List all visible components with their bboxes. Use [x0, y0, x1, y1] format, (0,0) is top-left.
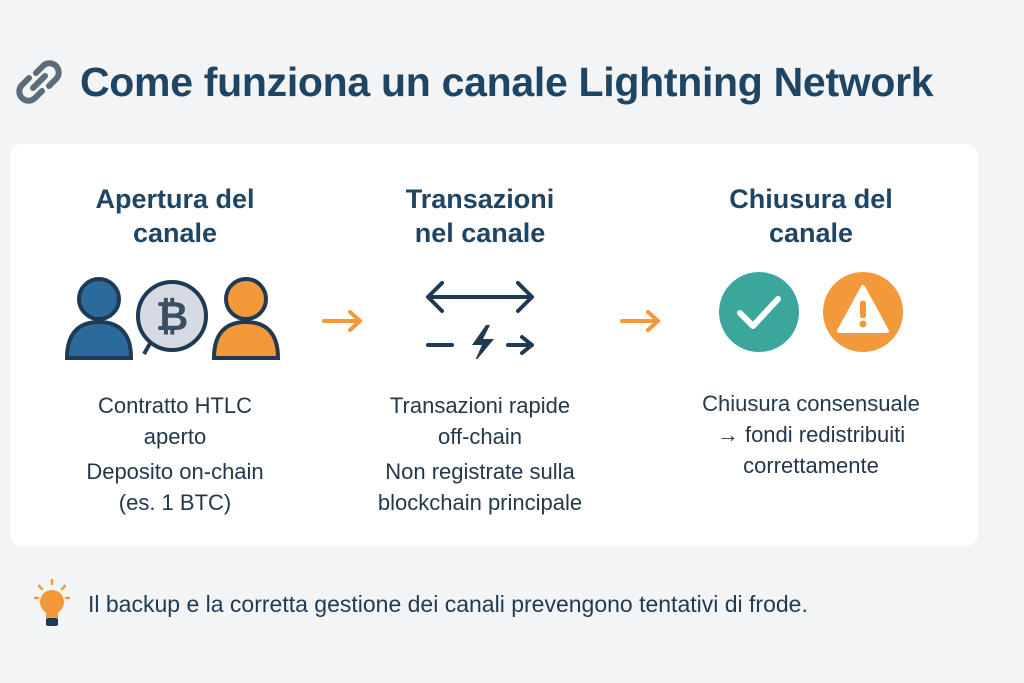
step-closing: Chiusura del canale Chiusura consensuale…	[680, 144, 942, 546]
step-description: Transazioni rapide off-chain Non registr…	[377, 393, 583, 515]
closing-icons	[719, 272, 903, 352]
page-title: Come funziona un canale Lightning Networ…	[80, 58, 934, 105]
user-icon	[211, 277, 281, 360]
check-icon	[719, 272, 799, 352]
step-title: Apertura del canale	[95, 184, 255, 248]
warning-icon	[823, 272, 903, 352]
diagram-card: Apertura del canale ₿ Contratto HTLC ape…	[10, 144, 978, 546]
user-icon	[64, 277, 134, 360]
bidirectional-arrows-icon	[426, 281, 534, 355]
step-description: Contratto HTLC aperto Deposito on-chain …	[86, 393, 264, 515]
link-icon	[16, 60, 62, 104]
lightbulb-icon	[34, 578, 70, 626]
arrow-right-icon	[620, 310, 660, 332]
step-description: Chiusura consensuale → fondi redistribui…	[702, 391, 920, 478]
step-opening: Apertura del canale ₿ Contratto HTLC ape…	[50, 144, 300, 546]
transactions-icons	[426, 281, 534, 359]
step-title: Chiusura del canale	[729, 184, 893, 248]
arrow-right-icon	[322, 310, 362, 332]
step-transactions: Transazioni nel canale Transazioni rapid…	[350, 144, 610, 546]
footer-text: Il backup e la corretta gestione dei can…	[88, 590, 808, 617]
footer-note: Il backup e la corretta gestione dei can…	[34, 578, 808, 630]
bitcoin-icon: ₿	[136, 280, 208, 355]
page-header: Come funziona un canale Lightning Networ…	[12, 50, 934, 114]
opening-icons: ₿	[64, 277, 281, 360]
lightning-bolt-icon	[472, 325, 494, 359]
svg-text:₿: ₿	[156, 294, 189, 340]
step-title: Transazioni nel canale	[405, 184, 555, 248]
